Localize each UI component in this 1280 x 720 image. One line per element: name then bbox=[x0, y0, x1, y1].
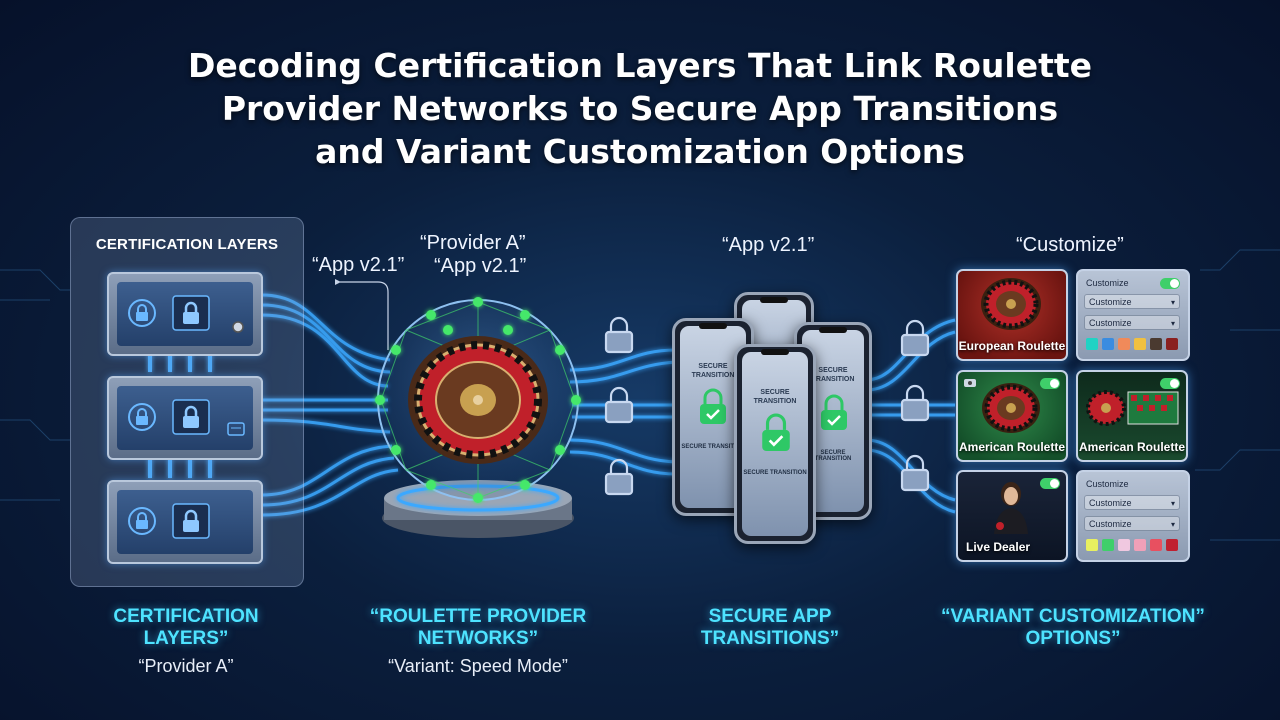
roulette-wheel-icon bbox=[981, 278, 1041, 330]
customize-dropdown-1[interactable]: Customize▾ bbox=[1084, 495, 1180, 510]
color-swatch[interactable] bbox=[1102, 539, 1114, 551]
label-app-phones: “App v2.1” bbox=[722, 234, 815, 256]
variant-card-european[interactable]: European Roulette bbox=[956, 269, 1068, 361]
title-line-3: and Variant Customization Options bbox=[315, 132, 965, 171]
color-swatch[interactable] bbox=[1134, 338, 1146, 350]
variant-card-name: European Roulette bbox=[958, 339, 1066, 353]
color-swatch[interactable] bbox=[1118, 539, 1130, 551]
color-swatch[interactable] bbox=[1166, 338, 1178, 350]
phone-left-footer: SECURE TRANSITION bbox=[681, 444, 745, 450]
variant-card-name: American Roulette bbox=[958, 440, 1066, 454]
phone-right-footer: SECURE TRANSITION bbox=[814, 450, 852, 462]
check-lock-icon bbox=[762, 413, 790, 452]
variant-card-name: American Roulette bbox=[1078, 440, 1186, 454]
certification-panel: CERTIFICATION LAYERS bbox=[70, 217, 304, 587]
card-icon bbox=[227, 422, 245, 436]
lock-icon-group bbox=[604, 316, 930, 496]
chip-lock-icon bbox=[172, 399, 210, 435]
customize-panel-2: Customize Customize▾ Customize▾ bbox=[1076, 470, 1190, 562]
phone-front-footer: SECURE TRANSITION bbox=[743, 470, 807, 476]
cert-module-3 bbox=[107, 480, 263, 564]
variant-toggle[interactable] bbox=[1040, 378, 1060, 389]
chip-lock-icon bbox=[172, 503, 210, 539]
color-swatch[interactable] bbox=[1134, 539, 1146, 551]
phone-front: SECURE TRANSITION SECURE TRANSITION bbox=[734, 344, 816, 544]
section-title-variant: “VARIANT CUSTOMIZATION”OPTIONS” bbox=[941, 606, 1205, 649]
color-swatch[interactable] bbox=[1166, 539, 1178, 551]
color-swatch[interactable] bbox=[1118, 338, 1130, 350]
label-customize: “Customize” bbox=[1016, 234, 1124, 256]
roulette-wheel-icon bbox=[408, 336, 548, 464]
section-sub-certification: “Provider A” bbox=[138, 656, 234, 676]
customize-panel-1: Customize Customize▾ Customize▾ bbox=[1076, 269, 1190, 361]
cert-module-2 bbox=[107, 376, 263, 460]
cert-module-1 bbox=[107, 272, 263, 356]
shield-lock-icon bbox=[128, 299, 156, 327]
check-lock-icon bbox=[821, 394, 847, 430]
camera-icon bbox=[964, 379, 976, 387]
page-title: Decoding Certification Layers That Link … bbox=[140, 44, 1140, 173]
customize-panel-title: Customize bbox=[1086, 479, 1129, 489]
customize-dropdown-2[interactable]: Customize▾ bbox=[1084, 315, 1180, 330]
chevron-down-icon: ▾ bbox=[1170, 499, 1175, 508]
indicator-icon bbox=[232, 321, 244, 333]
variant-card-american-2[interactable]: American Roulette bbox=[1076, 370, 1188, 462]
variant-toggle[interactable] bbox=[1160, 378, 1180, 389]
chevron-down-icon: ▾ bbox=[1170, 319, 1175, 328]
color-swatch[interactable] bbox=[1086, 338, 1098, 350]
section-sub-provider: “Variant: Speed Mode” bbox=[388, 656, 568, 676]
phone-front-title: SECURE TRANSITION bbox=[753, 389, 797, 405]
color-swatch[interactable] bbox=[1150, 338, 1162, 350]
variant-toggle[interactable] bbox=[1040, 478, 1060, 489]
customize-toggle[interactable] bbox=[1160, 278, 1180, 289]
label-app-left: “App v2.1” bbox=[312, 254, 405, 276]
color-swatch[interactable] bbox=[1150, 539, 1162, 551]
label-app-center: “App v2.1” bbox=[434, 255, 527, 277]
customize-dropdown-2[interactable]: Customize▾ bbox=[1084, 516, 1180, 531]
check-lock-icon bbox=[700, 388, 726, 424]
variant-card-name: Live Dealer bbox=[966, 540, 1031, 554]
dealer-avatar-icon bbox=[994, 482, 1028, 534]
roulette-wheel-icon bbox=[982, 383, 1040, 433]
variant-card-live-dealer[interactable]: Live Dealer bbox=[956, 470, 1068, 562]
phone-right-title: SECURE TRANSITION bbox=[811, 367, 855, 383]
chevron-down-icon: ▾ bbox=[1170, 520, 1175, 529]
customize-dropdown-1[interactable]: Customize▾ bbox=[1084, 294, 1180, 309]
shield-lock-icon bbox=[128, 403, 156, 431]
title-line-1: Decoding Certification Layers That Link … bbox=[187, 46, 1093, 85]
chip-lock-icon bbox=[172, 295, 210, 331]
variant-card-american-1[interactable]: American Roulette bbox=[956, 370, 1068, 462]
roulette-table-icon bbox=[1086, 390, 1179, 426]
color-swatch[interactable] bbox=[1102, 338, 1114, 350]
label-provider-a: “Provider A” bbox=[420, 232, 526, 254]
chevron-down-icon: ▾ bbox=[1170, 298, 1175, 307]
customize-panel-title: Customize bbox=[1086, 278, 1129, 288]
shield-lock-icon bbox=[128, 507, 156, 535]
title-line-2: Provider Networks to Secure App Transiti… bbox=[221, 89, 1059, 128]
certification-panel-title: CERTIFICATION LAYERS bbox=[95, 236, 279, 253]
color-swatch[interactable] bbox=[1086, 539, 1098, 551]
phone-left-title: SECURE TRANSITION bbox=[691, 363, 735, 379]
